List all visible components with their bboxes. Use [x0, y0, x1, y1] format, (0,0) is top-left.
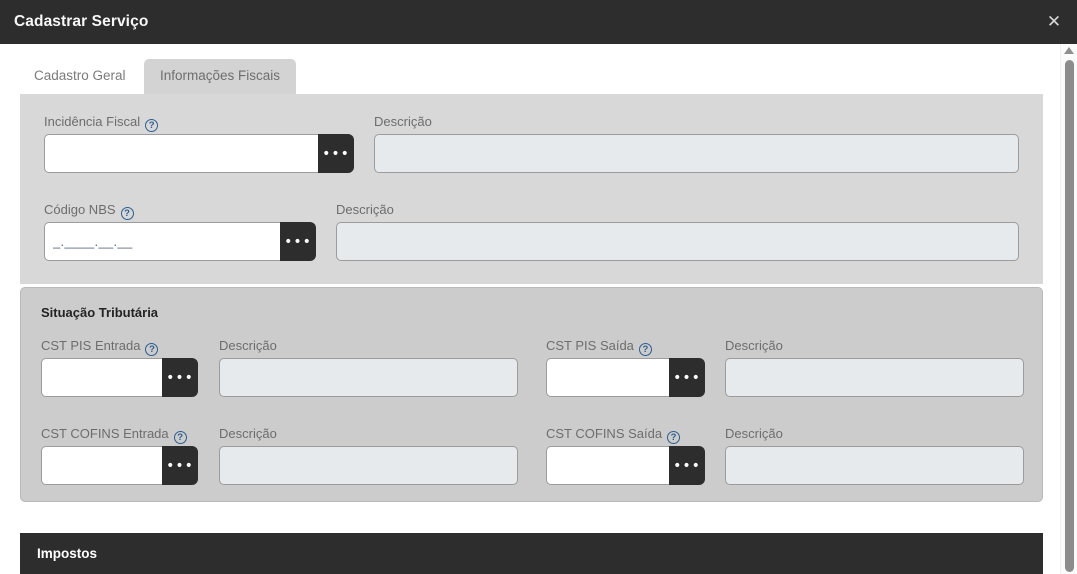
readonly-descricao-cst-pis-entrada [219, 358, 518, 397]
readonly-descricao-incidencia [374, 134, 1019, 173]
panel-title-situacao-tributaria: Situação Tributária [41, 305, 159, 320]
lookup-button-codigo-nbs[interactable]: ••• [280, 222, 316, 261]
field-label-incidencia-fiscal: Incidência Fiscal? [44, 114, 159, 132]
lookup-button-cst-pis-saida[interactable]: ••• [669, 358, 705, 397]
combo-cst-pis-saida: ••• [546, 358, 705, 397]
help-circle-icon[interactable]: ? [120, 207, 134, 220]
section-title-impostos: Impostos [37, 546, 98, 561]
tab-cadastro-geral[interactable]: Cadastro Geral [34, 68, 126, 83]
field-label-cst-cofins-entrada: CST COFINS Entrada? [41, 426, 187, 444]
dialog-titlebar: Cadastrar Serviço ✕ [0, 0, 1077, 44]
section-header-impostos: Impostos [20, 533, 1043, 574]
readonly-descricao-cst-cofins-entrada [219, 446, 518, 485]
combo-cst-pis-entrada: ••• [41, 358, 198, 397]
field-label-descricao-cst-pis-saida: Descrição [725, 338, 783, 353]
input-cst-pis-saida[interactable] [546, 358, 675, 397]
help-circle-icon[interactable]: ? [667, 431, 681, 444]
panel-situacao-tributaria: Situação Tributária CST PIS Entrada? •••… [20, 287, 1043, 502]
ellipsis-icon: ••• [673, 369, 701, 386]
help-circle-icon[interactable]: ? [145, 343, 159, 356]
panel-dados-fiscais: Incidência Fiscal? ••• Descrição Código … [20, 94, 1043, 284]
ellipsis-icon: ••• [284, 233, 312, 250]
lookup-button-cst-cofins-entrada[interactable]: ••• [162, 446, 198, 485]
combo-incidencia-fiscal: ••• [44, 134, 354, 173]
input-cst-cofins-entrada[interactable] [41, 446, 168, 485]
input-incidencia-fiscal[interactable] [44, 134, 324, 173]
input-codigo-nbs[interactable] [44, 222, 286, 261]
field-label-descricao-cst-cofins-saida: Descrição [725, 426, 783, 441]
lookup-button-incidencia-fiscal[interactable]: ••• [318, 134, 354, 173]
field-label-cst-pis-entrada: CST PIS Entrada? [41, 338, 159, 356]
scrollbar-thumb[interactable] [1065, 60, 1074, 572]
ellipsis-icon: ••• [166, 369, 194, 386]
field-label-descricao-cst-cofins-entrada: Descrição [219, 426, 277, 441]
input-cst-pis-entrada[interactable] [41, 358, 168, 397]
tab-bar: Cadastro Geral Informações Fiscais [0, 44, 1060, 94]
readonly-descricao-cst-cofins-saida [725, 446, 1024, 485]
field-label-cst-cofins-saida: CST COFINS Saída? [546, 426, 681, 444]
readonly-descricao-nbs [336, 222, 1019, 261]
tab-informacoes-fiscais[interactable]: Informações Fiscais [144, 59, 297, 94]
lookup-button-cst-cofins-saida[interactable]: ••• [669, 446, 705, 485]
field-label-descricao-cst-pis-entrada: Descrição [219, 338, 277, 353]
field-label-cst-pis-saida: CST PIS Saída? [546, 338, 652, 356]
help-circle-icon[interactable]: ? [638, 343, 652, 356]
field-label-codigo-nbs: Código NBS? [44, 202, 134, 220]
input-cst-cofins-saida[interactable] [546, 446, 675, 485]
close-icon[interactable]: ✕ [1046, 12, 1062, 32]
combo-cst-cofins-saida: ••• [546, 446, 705, 485]
field-label-descricao-incidencia: Descrição [374, 114, 432, 129]
help-circle-icon[interactable]: ? [145, 119, 159, 132]
dialog-title: Cadastrar Serviço [14, 13, 149, 30]
scroll-up-arrow-icon[interactable] [1064, 47, 1074, 54]
vertical-scrollbar[interactable] [1060, 44, 1077, 574]
help-circle-icon[interactable]: ? [173, 431, 187, 444]
ellipsis-icon: ••• [166, 457, 194, 474]
combo-codigo-nbs: ••• [44, 222, 316, 261]
lookup-button-cst-pis-entrada[interactable]: ••• [162, 358, 198, 397]
tab-content-informacoes-fiscais: Incidência Fiscal? ••• Descrição Código … [0, 94, 1060, 574]
ellipsis-icon: ••• [673, 457, 701, 474]
readonly-descricao-cst-pis-saida [725, 358, 1024, 397]
ellipsis-icon: ••• [322, 145, 350, 162]
combo-cst-cofins-entrada: ••• [41, 446, 198, 485]
field-label-descricao-nbs: Descrição [336, 202, 394, 217]
